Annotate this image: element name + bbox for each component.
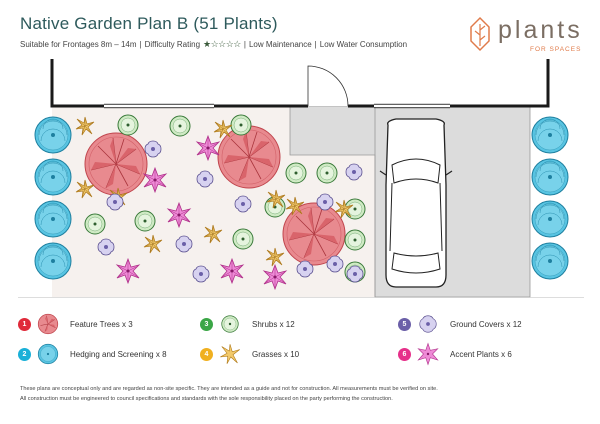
legend-number: 3 [200,317,213,331]
page-subtitle: Suitable for Frontages 8m – 14m | Diffic… [20,39,407,50]
difficulty-label: Difficulty Rating [144,40,201,49]
hedge-plant [34,116,72,154]
shrub [169,115,191,137]
legend-number: 4 [200,347,213,361]
hedge-plant [531,158,569,196]
house [52,59,548,106]
hedge-plant [531,116,569,154]
car-icon [379,118,453,288]
logo-tagline: FOR SPACES [530,46,582,53]
grass-icon [220,344,240,364]
legend-item-shrubs: 3 Shrubs x 12 [200,312,295,336]
shrub-icon [221,315,239,333]
groundcover-icon [419,315,437,333]
plant-legend: 1 Feature Trees x 3 2 Hedging and Screen… [18,312,588,372]
legend-item-groundcovers: 5 Ground Covers x 12 [398,312,522,336]
shrub [316,162,338,184]
legend-number: 1 [18,317,31,331]
shrub [230,114,252,136]
legend-label: Shrubs x 12 [252,319,295,329]
frontage-text: Suitable for Frontages 8m – 14m [20,40,137,49]
feature-tree-icon [37,313,59,335]
disclaimer: These plans are conceptual only and are … [20,384,580,404]
leaf-logo-icon [470,16,490,52]
hedge-icon [37,343,59,365]
shrub [232,228,254,250]
legend-label: Accent Plants x 6 [450,349,512,359]
hedge-plant [34,242,72,280]
shrub [117,114,139,136]
separator: | [314,40,317,49]
shrub [134,210,156,232]
shrub [285,162,307,184]
hedge-plant [34,158,72,196]
maintenance-text: Low Maintenance [248,40,312,49]
legend-item-grasses: 4 Grasses x 10 [200,342,299,366]
separator: | [243,40,246,49]
accent-plant-icon [417,342,439,366]
front-door [307,65,349,107]
feature-tree [217,125,281,189]
legend-item-trees: 1 Feature Trees x 3 [18,312,133,336]
legend-label: Ground Covers x 12 [450,319,522,329]
disclaimer-line-2: All construction must be engineered to c… [20,396,393,402]
water-text: Low Water Consumption [319,40,408,49]
legend-item-hedging: 2 Hedging and Screening x 8 [18,342,167,366]
legend-number: 2 [18,347,31,361]
legend-label: Grasses x 10 [252,349,300,359]
legend-label: Hedging and Screening x 8 [70,349,167,359]
feature-tree [84,132,148,196]
logo-wordmark: plants [498,16,583,44]
page-title: Native Garden Plan B (51 Plants) [20,14,278,33]
legend-number: 6 [398,347,411,361]
hedge-plant [531,200,569,238]
brand-logo: plants FOR SPACES [468,16,588,56]
legend-item-accents: 6 Accent Plants x 6 [398,342,512,366]
hedge-plant [34,200,72,238]
garden-plan [18,59,584,298]
difficulty-stars: ★☆☆☆☆ [203,39,241,49]
legend-number: 5 [398,317,411,331]
disclaimer-line-1: These plans are conceptual only and are … [20,386,438,392]
hedge-plant [531,242,569,280]
separator: | [139,40,142,49]
legend-label: Feature Trees x 3 [70,319,133,329]
shrub [344,229,366,251]
shrub [84,213,106,235]
